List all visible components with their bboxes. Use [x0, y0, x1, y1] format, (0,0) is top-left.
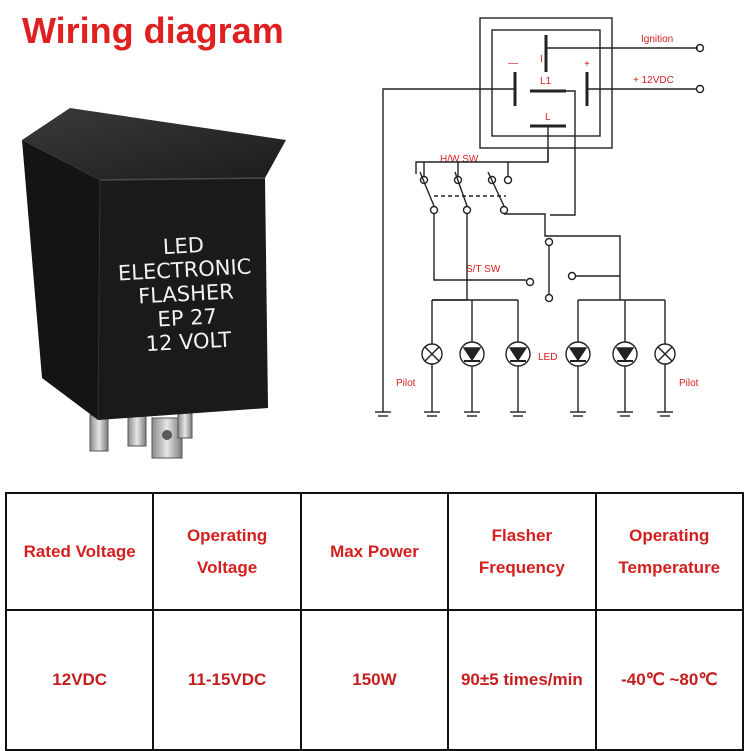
specs-value-row: 12VDC 11-15VDC 150W 90±5 times/min -40℃ … — [4, 609, 745, 751]
right-lamp-bank — [565, 300, 676, 417]
value-operating-voltage: 11-15VDC — [152, 609, 302, 751]
label-line-3: FLASHER — [138, 279, 235, 308]
value-rated-voltage: 12VDC — [4, 609, 155, 751]
pilot-left-label: Pilot — [396, 378, 416, 389]
hw-switch-label: H/W SW — [440, 154, 479, 165]
terminal-i-label: I — [540, 54, 543, 65]
relay-box-inner — [491, 29, 601, 137]
pilot-right-label: Pilot — [679, 378, 699, 389]
supply-label: + 12VDC — [633, 75, 674, 86]
label-line-4: EP 27 — [157, 304, 218, 331]
relay-box-outer — [479, 17, 613, 149]
wiring-schematic: — I + L1 L Ignition + 12VDC H/W SW S/T S… — [375, 17, 705, 417]
terminal-pins — [89, 407, 193, 459]
led-label: LED — [538, 352, 557, 363]
ignition-label: Ignition — [641, 34, 673, 45]
terminal-l-label: L — [545, 112, 551, 123]
terminal-minus-label: — — [508, 58, 518, 69]
header-max-power: Max Power — [299, 492, 450, 611]
header-rated-voltage: Rated Voltage — [4, 492, 155, 611]
value-flasher-frequency: 90±5 times/min — [447, 609, 597, 751]
flasher-relay-image: LED ELECTRONIC FLASHER EP 27 12 VOLT — [22, 108, 286, 459]
label-line-1: LED — [162, 233, 204, 259]
value-max-power: 150W — [299, 609, 450, 751]
terminal-l1-label: L1 — [540, 76, 552, 87]
value-operating-temperature: -40℃ ~80℃ — [594, 609, 745, 751]
st-switch-label: S/T SW — [466, 264, 501, 275]
page-title: Wiring diagram — [22, 10, 284, 51]
terminal-plus-label: + — [584, 59, 590, 70]
left-lamp-bank — [421, 300, 531, 417]
label-line-5: 12 VOLT — [145, 328, 232, 356]
